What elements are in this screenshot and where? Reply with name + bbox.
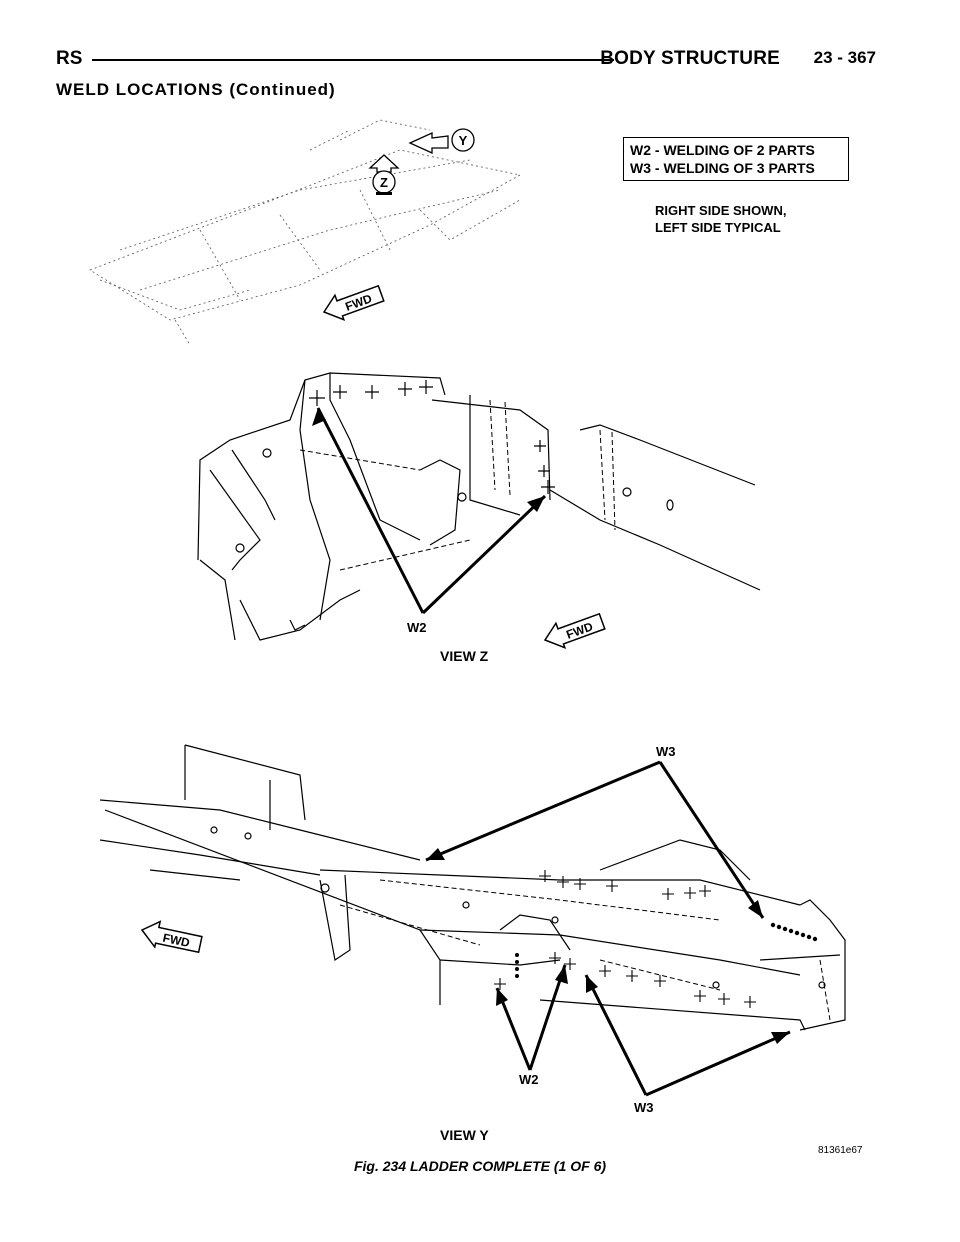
view-y-marker-icon: Y — [408, 128, 475, 155]
side-note: RIGHT SIDE SHOWN, LEFT SIDE TYPICAL — [655, 202, 786, 236]
view-y-w3-upper-leaders — [425, 760, 765, 919]
part-number: 81361e67 — [818, 1145, 863, 1156]
view-z-weld-marks — [309, 380, 555, 494]
view-y-w3-lower-label: W3 — [634, 1100, 654, 1115]
view-y-frame-drawing — [99, 744, 846, 1031]
view-y-fwd-arrow-icon: FWD — [140, 920, 203, 954]
view-y-w3-upper-label: W3 — [656, 744, 676, 759]
view-y-fwd-label: FWD — [161, 931, 191, 950]
page-number: 23 - 367 — [813, 48, 876, 67]
view-y-weld-marks — [494, 870, 756, 1008]
overview-fwd-arrow-icon: FWD — [322, 284, 385, 321]
section-code: RS — [56, 48, 83, 69]
page-header: RS BODY STRUCTURE 23 - 367 — [56, 48, 876, 70]
note-line-1: RIGHT SIDE SHOWN, — [655, 203, 787, 218]
note-line-2: LEFT SIDE TYPICAL — [655, 220, 781, 235]
view-z-w2-label: W2 — [407, 620, 427, 635]
legend-line-w2: W2 - WELDING OF 2 PARTS — [630, 142, 815, 158]
header-title: BODY STRUCTURE — [600, 48, 780, 69]
view-y-w3-lower-leaders — [584, 974, 791, 1097]
weld-legend: W2 - WELDING OF 2 PARTS W3 - WELDING OF … — [623, 137, 849, 181]
view-z-marker-letter: Z — [380, 175, 388, 190]
section-heading: WELD LOCATIONS (Continued) — [56, 80, 336, 99]
figure-caption: Fig. 234 LADDER COMPLETE (1 OF 6) — [353, 1158, 607, 1174]
view-y-marker-letter: Y — [459, 133, 468, 148]
view-z-marker-icon: Z — [368, 154, 400, 195]
view-z-label: VIEW Z — [440, 648, 489, 664]
view-y-w2-leaders — [495, 964, 568, 1071]
view-z-frame-drawing — [197, 372, 761, 641]
view-y-w2-label: W2 — [519, 1072, 539, 1087]
overview-frame-sketch — [89, 119, 522, 346]
view-z-fwd-arrow-icon: FWD — [543, 612, 606, 649]
legend-line-w3: W3 - WELDING OF 3 PARTS — [630, 160, 815, 176]
view-y-label: VIEW Y — [440, 1127, 489, 1143]
view-z-w2-leaders — [312, 407, 547, 615]
header-rule — [92, 59, 614, 61]
view-y-spot-welds — [515, 922, 818, 978]
